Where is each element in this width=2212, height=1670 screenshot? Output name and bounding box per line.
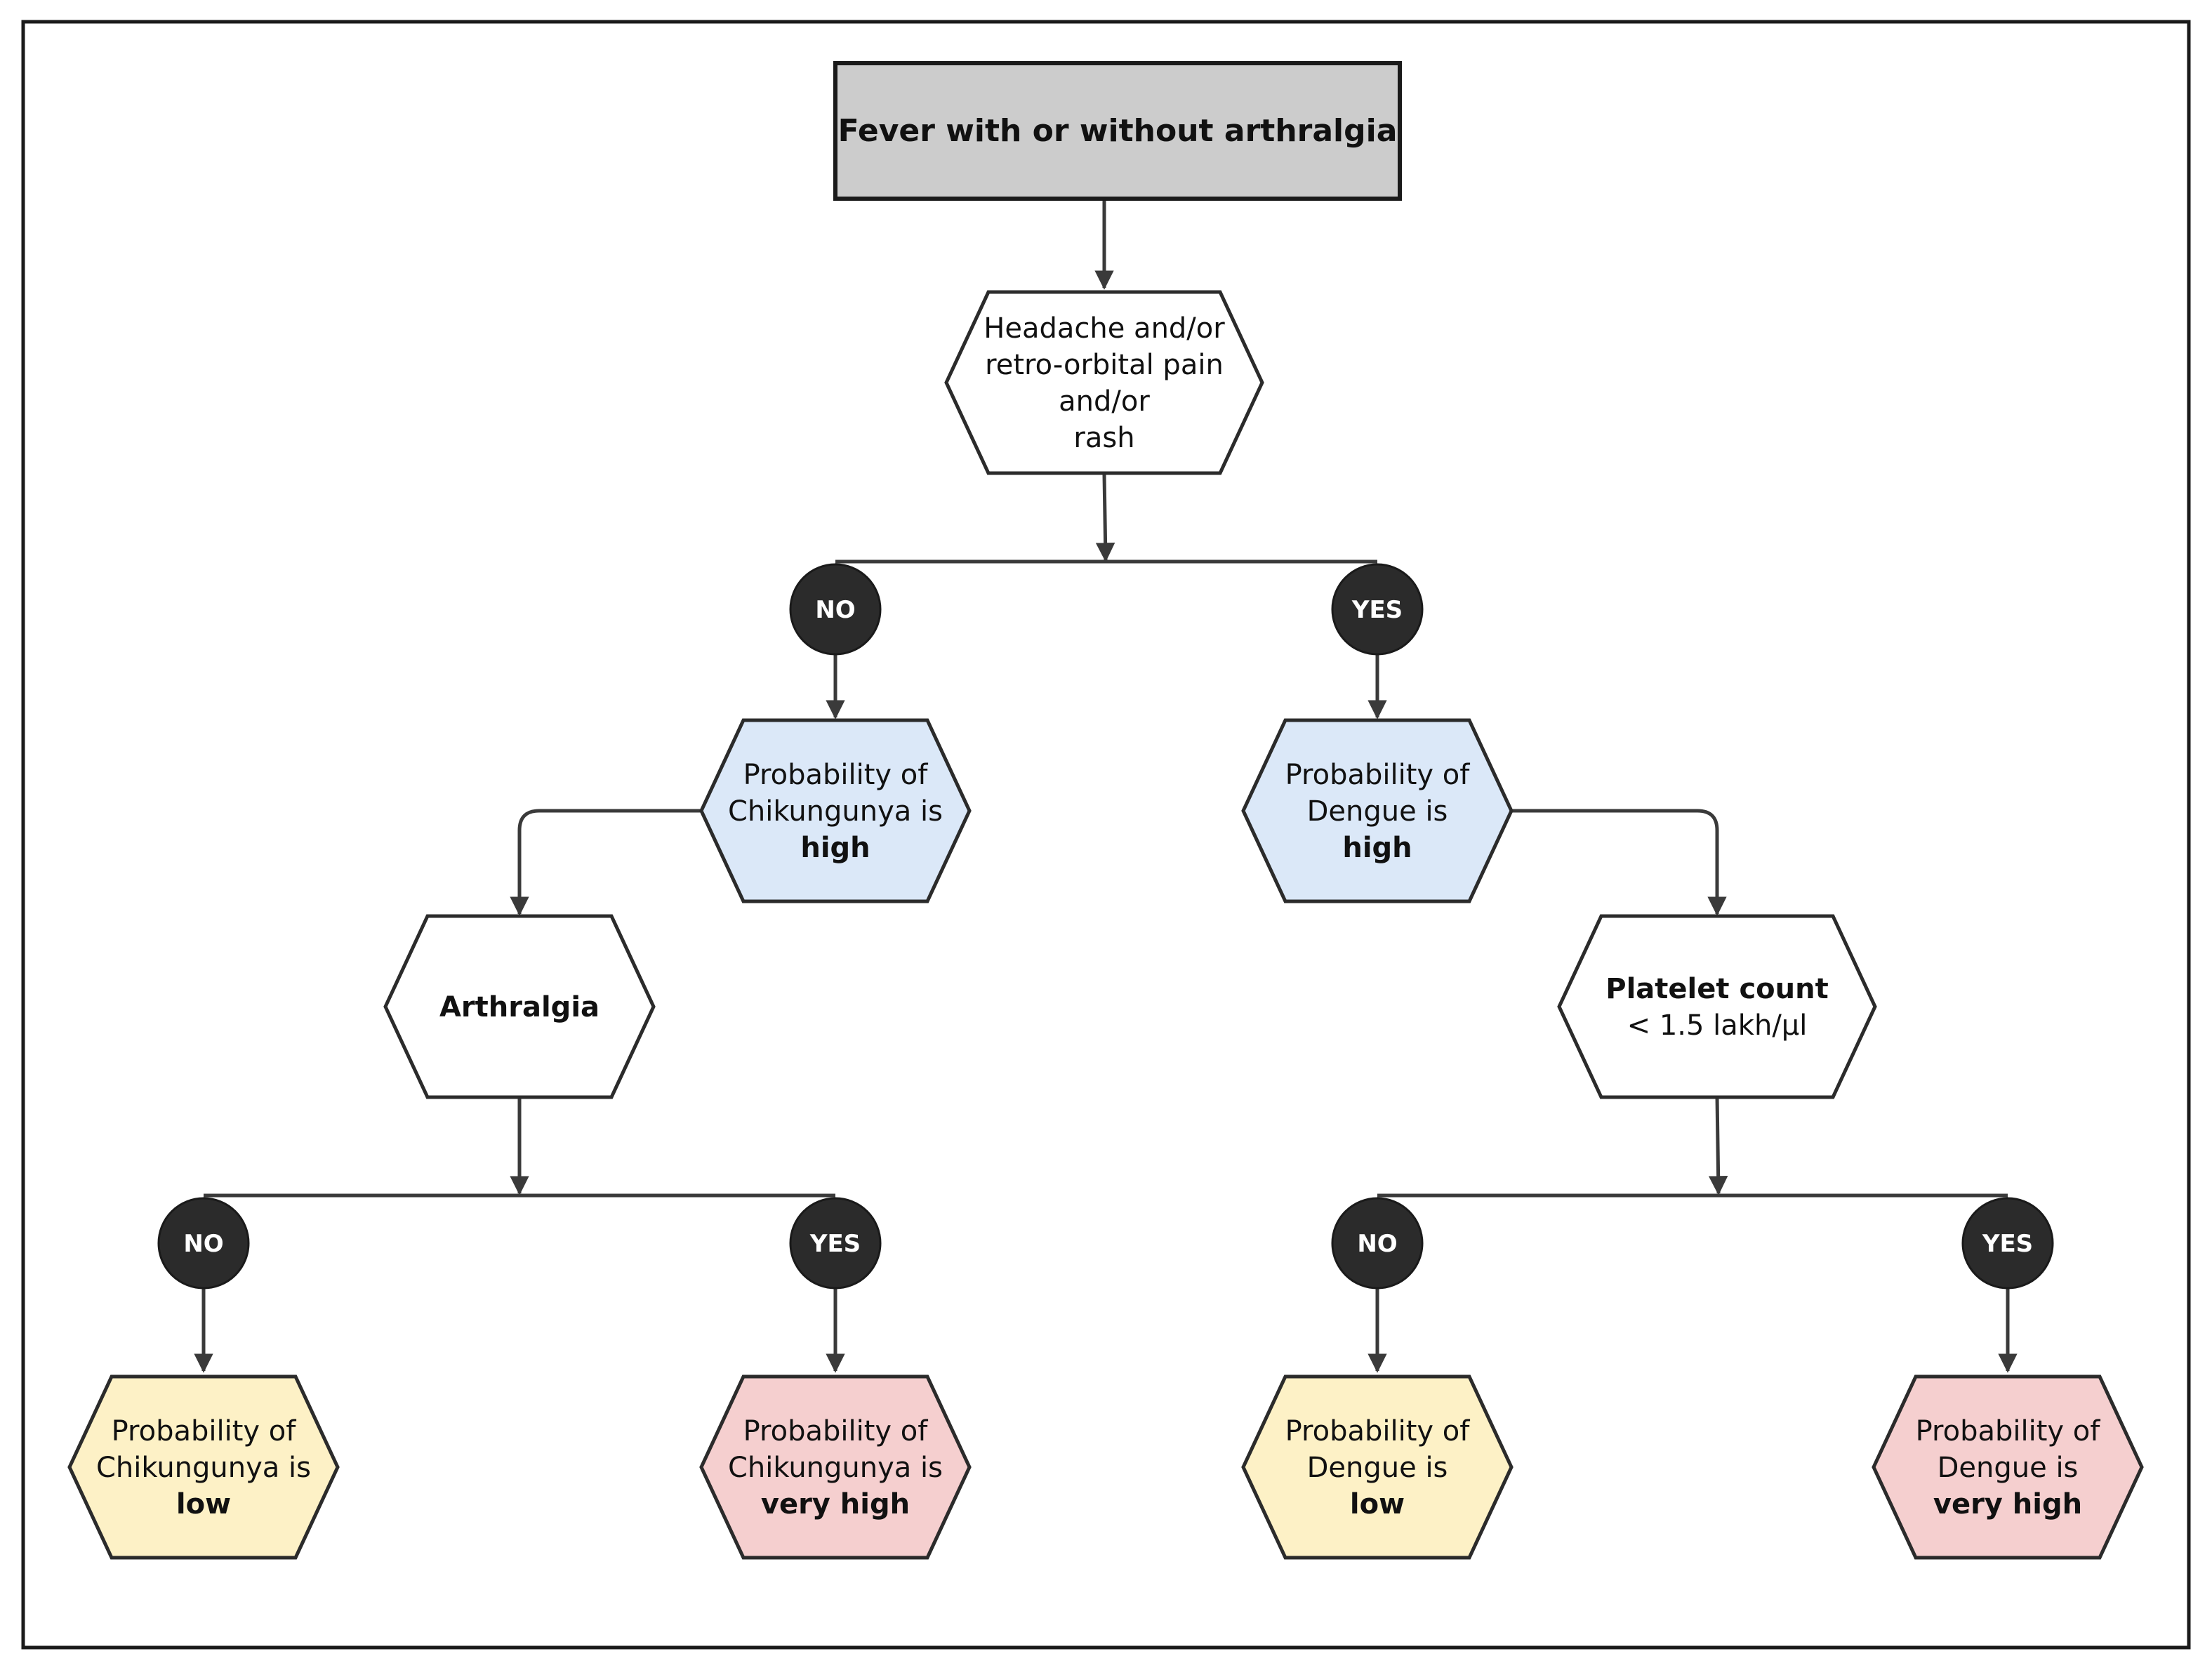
node-text-line: low	[176, 1488, 231, 1520]
node-text-line: high	[1342, 832, 1412, 864]
node-text-line: Chikungunya is	[728, 795, 943, 828]
badge-circle	[1331, 563, 1424, 656]
outcome-chikungunya-low: Probability of Chikungunya is low	[67, 1374, 340, 1560]
hexagon-shape	[1872, 1374, 2144, 1560]
outcome-chikungunya-very-high: Probability of Chikungunya is very high	[699, 1374, 972, 1560]
badge-circle	[1331, 1197, 1424, 1290]
hexagon-shape	[699, 1374, 972, 1560]
badge-yes-arthralgia: YES	[789, 1197, 882, 1290]
badge-circle	[1961, 1197, 2054, 1290]
outcome-dengue-high: Probability of Dengue is high	[1241, 718, 1514, 903]
hexagon-shape	[944, 290, 1264, 475]
badge-label: YES	[1351, 596, 1403, 624]
node-text-line: Probability of	[1285, 759, 1471, 791]
hexagon-shape	[383, 914, 656, 1099]
node-text-line: and/or	[1059, 385, 1150, 418]
node-text-line: Probability of	[1916, 1415, 2101, 1447]
edge-headache-to-split	[1095, 474, 1115, 562]
node-text-line: rash	[1073, 422, 1134, 454]
node-text-line: Dengue is	[1307, 1452, 1448, 1484]
start-label: Fever with or without arthralgia	[838, 113, 1398, 149]
node-text-line: Probability of	[743, 1415, 929, 1447]
decision-headache: Headache and/or retro-orbital pain and/or r…	[944, 290, 1264, 475]
node-text-line: Dengue is	[1938, 1452, 2079, 1484]
hexagon-shape	[1241, 718, 1514, 903]
badge-no-arthralgia: NO	[157, 1197, 250, 1290]
node-text-line: retro-orbital pain	[985, 349, 1224, 381]
node-text-line: Platelet count	[1605, 973, 1828, 1005]
start-box	[833, 61, 1402, 201]
node-text-line: Chikungunya is	[728, 1452, 943, 1484]
edge-dengue-high-to-platelet	[1511, 809, 1727, 916]
hexagon-shape	[1241, 1374, 1514, 1560]
badge-label: NO	[815, 596, 855, 624]
node-text-line: high	[800, 832, 870, 864]
badge-label: NO	[183, 1230, 223, 1258]
badge-no-headache: NO	[789, 563, 882, 656]
badge-label: YES	[809, 1230, 861, 1258]
node-text-line: Dengue is	[1307, 795, 1448, 828]
badge-label: NO	[1357, 1230, 1397, 1258]
badge-circle	[157, 1197, 250, 1290]
hexagon-shape	[1557, 914, 1877, 1099]
node-text-line: Probability of	[1285, 1415, 1471, 1447]
badge-yes-platelet: YES	[1961, 1197, 2054, 1290]
node-text-line: Chikungunya is	[96, 1452, 311, 1484]
node-text-line: very high	[1933, 1488, 2082, 1520]
badge-circle	[789, 563, 882, 656]
node-text-line: Headache and/or	[984, 312, 1225, 345]
outer-frame	[21, 20, 2191, 1650]
badge-no-platelet: NO	[1331, 1197, 1424, 1290]
badge-circle	[789, 1197, 882, 1290]
outcome-chikungunya-high: Probability of Chikungunya is high	[699, 718, 972, 903]
node-text-line: low	[1350, 1488, 1405, 1520]
hexagon-shape	[67, 1374, 340, 1560]
edge-platelet-to-split	[1708, 1096, 1728, 1195]
node-text-line: Arthralgia	[439, 991, 600, 1023]
node-text-line: Probability of	[743, 759, 929, 791]
outcome-dengue-low: Probability of Dengue is low	[1241, 1374, 1514, 1560]
badge-yes-headache: YES	[1331, 563, 1424, 656]
decision-platelet-count: Platelet count < 1.5 lakh/µl	[1557, 914, 1877, 1099]
outcome-dengue-very-high: Probability of Dengue is very high	[1872, 1374, 2144, 1560]
node-text-line: < 1.5 lakh/µl	[1627, 1009, 1808, 1042]
badge-label: YES	[1982, 1230, 2033, 1258]
start-node: Fever with or without arthralgia	[833, 61, 1402, 201]
edges	[194, 199, 2018, 1373]
edge-chik-high-to-arthralgia	[510, 809, 702, 916]
decision-arthralgia: Arthralgia	[383, 914, 656, 1099]
hexagon-shape	[699, 718, 972, 903]
node-text-line: very high	[761, 1488, 910, 1520]
node-text-line: Probability of	[112, 1415, 297, 1447]
